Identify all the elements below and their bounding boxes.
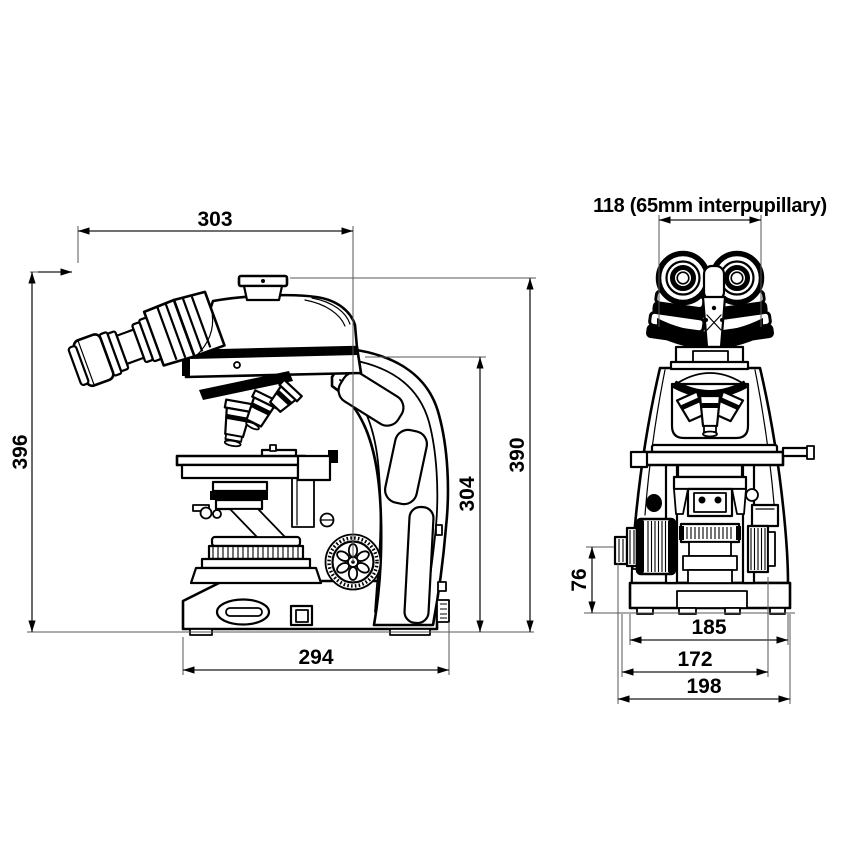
- dim-390: 390: [290, 277, 536, 632]
- front-nosepiece: [670, 372, 750, 440]
- arm-slot-bottom: [403, 505, 435, 625]
- side-stage: [175, 444, 332, 482]
- dim-198-label: 198: [686, 675, 721, 698]
- condenser-carrier: [291, 476, 315, 528]
- side-view: [67, 274, 450, 636]
- dim-294-label: 294: [298, 646, 333, 669]
- dim-118: 118 (65mm interpupillary): [593, 195, 827, 327]
- side-base-details: [215, 581, 450, 627]
- front-condenser: [646, 463, 759, 584]
- fine-focus-knob: [613, 535, 629, 566]
- condenser-knob: [199, 506, 213, 520]
- side-condenser: [192, 476, 335, 538]
- objective-1: [223, 398, 255, 448]
- rear-socket: [436, 599, 450, 623]
- dim-76-label: 76: [568, 568, 591, 591]
- dim-172-label: 172: [677, 648, 712, 671]
- front-base: [628, 581, 792, 615]
- arm-slot-top: [337, 371, 405, 427]
- front-stage: [629, 443, 815, 469]
- condenser-centering-knob: [646, 494, 662, 512]
- dimension-annotations: 303 396 390 304 294: [9, 195, 827, 704]
- dim-304-label: 304: [456, 476, 479, 511]
- camera-port: [237, 274, 289, 302]
- dim-396-label: 396: [9, 434, 32, 469]
- front-objective-right: [714, 390, 745, 423]
- front-stage-control: [746, 503, 780, 574]
- dim-304: 304: [365, 356, 486, 632]
- dim-118-label: 118 (65mm interpupillary): [593, 195, 827, 217]
- dim-396: 396: [9, 268, 72, 632]
- arm-slot-middle: [383, 428, 429, 506]
- side-field-lens: [189, 535, 323, 585]
- front-focus-knob-left: [613, 517, 677, 576]
- dim-303-label: 303: [197, 208, 232, 231]
- dim-185-label: 185: [691, 616, 726, 639]
- front-objective-center: [698, 394, 722, 438]
- head-hinge-bridge: [702, 264, 726, 302]
- head-screw: [233, 361, 241, 369]
- front-foot: [678, 607, 697, 615]
- dim-198: 198: [617, 563, 791, 704]
- dim-172: 172: [621, 577, 769, 677]
- side-eyepiece-tube: [67, 290, 226, 388]
- dim-303: 303: [77, 208, 354, 562]
- front-view: [613, 250, 815, 615]
- filter-wheel: [679, 522, 741, 544]
- dim-294: 294: [182, 622, 450, 675]
- side-head: [182, 274, 363, 379]
- dim-185: 185: [629, 614, 789, 645]
- dim-76: 76: [568, 546, 614, 613]
- stage-handle: [781, 446, 811, 458]
- front-foot: [636, 607, 654, 615]
- front-foot: [724, 607, 741, 615]
- side-nosepiece: [199, 371, 303, 448]
- front-head: [646, 250, 774, 371]
- side-arm: [328, 347, 450, 627]
- objective-3: [269, 378, 303, 413]
- arm-clamp-knob: [328, 450, 338, 463]
- front-foot: [769, 607, 786, 615]
- dim-390-label: 390: [506, 437, 529, 472]
